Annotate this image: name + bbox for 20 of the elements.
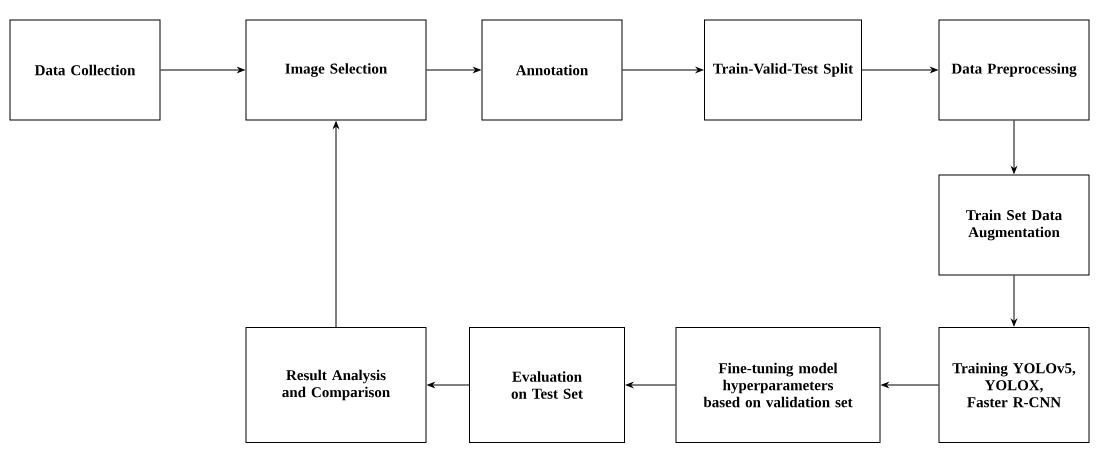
arrow	[861, 67, 938, 73]
process-box: Evaluation on Test Set	[469, 327, 625, 443]
process-box: Data Preprocessing	[938, 19, 1090, 121]
arrow	[427, 382, 470, 388]
arrow	[622, 67, 704, 73]
process-box: Data Collection	[9, 19, 161, 121]
arrow	[426, 67, 481, 73]
process-box: Train Set Data Augmentation	[938, 174, 1090, 276]
process-box: Annotation	[481, 19, 623, 121]
process-box: Fine-tuning model hyperparameters based on validation set	[675, 327, 881, 443]
arrow	[1011, 120, 1017, 174]
arrow	[625, 382, 676, 388]
arrow	[881, 382, 939, 388]
arrow	[333, 121, 339, 328]
process-box: Result Analysis and Comparison	[245, 327, 427, 443]
arrow	[1011, 275, 1017, 327]
process-box: Training YOLOv5, YOLOX, Faster R-CNN	[938, 327, 1090, 443]
arrow	[160, 67, 245, 73]
process-box: Image Selection	[245, 19, 427, 121]
process-box: Train-Valid-Test Split	[704, 19, 862, 121]
